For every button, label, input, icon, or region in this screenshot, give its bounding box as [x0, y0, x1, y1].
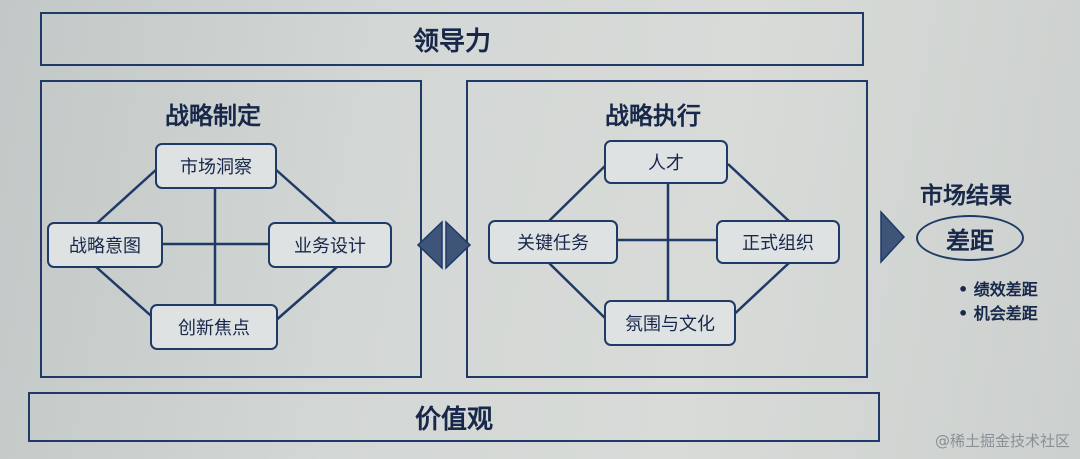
business-design-label: 业务设计 — [294, 236, 366, 257]
talent-node: 人才 — [604, 140, 728, 184]
key-tasks-label: 关键任务 — [517, 233, 589, 254]
values-label: 价值观 — [414, 404, 493, 435]
strategy-execution-title: 战略执行 — [605, 102, 701, 130]
values-band: 价值观 — [28, 392, 880, 442]
formal-organization-label: 正式组织 — [742, 233, 814, 254]
left-arrow-head — [416, 220, 443, 270]
opportunity-gap-bullet: • 机会差距 — [958, 304, 1038, 323]
market-insight-label: 市场洞察 — [180, 157, 252, 178]
leadership-label: 领导力 — [412, 26, 491, 57]
gap-ellipse: 差距 — [916, 215, 1024, 261]
climate-culture-label: 氛围与文化 — [625, 314, 715, 335]
watermark: @稀土掘金技术社区 — [934, 432, 1070, 450]
business-design-node: 业务设计 — [268, 222, 392, 268]
strategic-intent-node: 战略意图 — [47, 222, 163, 268]
right-arrow-head — [445, 220, 472, 270]
strategy-execution-panel — [466, 80, 868, 378]
climate-culture-node: 氛围与文化 — [604, 300, 736, 346]
talent-label: 人才 — [648, 153, 684, 174]
leadership-band: 领导力 — [40, 12, 864, 66]
formal-organization-node: 正式组织 — [716, 220, 840, 264]
market-result-title: 市场结果 — [920, 183, 1012, 209]
strategy-formulation-panel — [40, 80, 422, 378]
innovation-focus-node: 创新焦点 — [150, 304, 278, 350]
key-tasks-node: 关键任务 — [488, 220, 618, 264]
performance-gap-bullet: • 绩效差距 — [958, 280, 1038, 299]
gap-label: 差距 — [946, 226, 994, 255]
innovation-focus-label: 创新焦点 — [178, 318, 250, 339]
strategic-intent-label: 战略意图 — [69, 236, 141, 257]
market-insight-node: 市场洞察 — [155, 143, 277, 189]
result-arrow-head — [880, 210, 906, 264]
strategy-formulation-title: 战略制定 — [165, 102, 261, 130]
